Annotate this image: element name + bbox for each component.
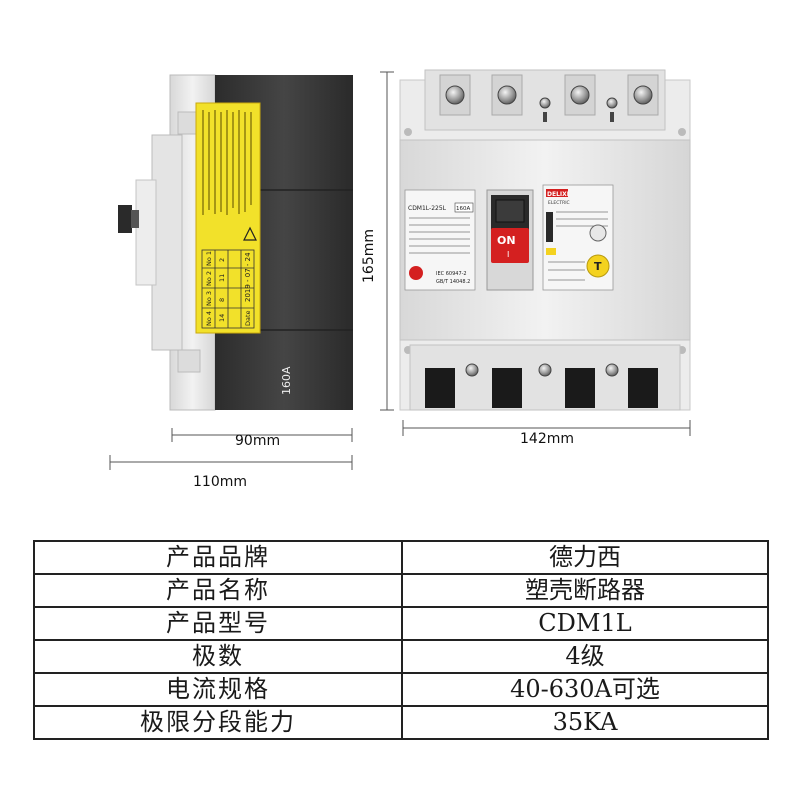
sig-date: 2019 - 07 - 24 <box>244 252 252 302</box>
front-view: CDM1L-225L 160A IEC 60947-2 GB/T 14048.2… <box>399 69 691 411</box>
sig-row-number: No 4 <box>205 311 213 326</box>
on-button-sub: I <box>507 250 509 259</box>
table-row: 产品品牌 德力西 <box>33 540 769 575</box>
standard-line-2: GB/T 14048.2 <box>436 279 470 285</box>
on-button-label: ON <box>497 234 516 247</box>
spec-label: 产品名称 <box>33 573 403 608</box>
warning-triangle-icon <box>243 226 257 241</box>
bottom-terminals <box>425 368 658 408</box>
on-handle[interactable]: ON I <box>486 189 534 291</box>
breaker-figure: 160A <box>109 69 691 490</box>
table-row: 产品名称 塑壳断路器 <box>33 573 769 608</box>
nameplate: CDM1L-225L 160A IEC 60947-2 GB/T 14048.2 <box>404 189 476 291</box>
selector-dial-icon[interactable] <box>589 224 607 242</box>
rating-badge: 160A <box>456 206 470 212</box>
table-row: 极数 4级 <box>33 639 769 674</box>
dimension-lines <box>109 71 691 470</box>
terminal-screw-icon <box>445 85 465 105</box>
top-terminals <box>439 74 659 122</box>
sig-date-label: Date <box>244 310 252 326</box>
side-rating-label: 160A <box>280 366 293 395</box>
test-button-label: T <box>594 260 602 273</box>
sig-row-number: No 2 <box>205 271 213 286</box>
spec-value: CDM1L <box>401 606 769 641</box>
sig-row-value: 8 <box>218 298 226 302</box>
sig-row-value: 2 <box>218 258 226 262</box>
dimension-width: 142mm <box>520 431 574 447</box>
sig-row-value: 14 <box>218 314 226 322</box>
brand-sub: ELECTRIC <box>548 200 570 206</box>
sig-row-number: No 3 <box>205 291 213 306</box>
spec-label: 产品型号 <box>33 606 403 641</box>
side-handle <box>118 179 157 286</box>
spec-label: 产品品牌 <box>33 540 403 575</box>
terminal-screw-icon <box>570 85 590 105</box>
spec-table: 产品品牌 德力西 产品名称 塑壳断路器 产品型号 CDM1L 极数 4级 电流规… <box>33 540 769 740</box>
table-row: 极限分段能力 35KA <box>33 705 769 740</box>
dimension-depth-outer: 110mm <box>193 474 247 490</box>
signature-table <box>201 249 255 329</box>
test-button[interactable] <box>586 254 610 278</box>
test-indicator-icon <box>409 266 423 280</box>
sig-row-value: 11 <box>218 274 226 282</box>
table-row: 电流规格 40-630A可选 <box>33 672 769 707</box>
spec-label: 极限分段能力 <box>33 705 403 740</box>
warning-label: No 1 No 2 No 3 No 4 2 11 8 14 2019 - 07 … <box>195 102 261 334</box>
spec-value: 40-630A可选 <box>401 672 769 707</box>
standard-line-1: IEC 60947-2 <box>436 271 467 277</box>
spec-value: 35KA <box>401 705 769 740</box>
terminal-screw-icon <box>497 85 517 105</box>
side-view: 160A <box>118 74 353 411</box>
terminal-screw-icon <box>633 85 653 105</box>
table-row: 产品型号 CDM1L <box>33 606 769 641</box>
spec-value: 4级 <box>401 639 769 674</box>
leakage-panel: DELIXI ELECTRIC T <box>542 184 614 291</box>
spec-label: 电流规格 <box>33 672 403 707</box>
brand-badge: DELIXI <box>547 191 569 198</box>
sig-row-number: No 1 <box>205 251 213 266</box>
dimension-depth-inner: 90mm <box>235 433 280 449</box>
spec-label: 极数 <box>33 639 403 674</box>
spec-value: 德力西 <box>401 540 769 575</box>
dimension-height: 165mm <box>361 229 377 283</box>
model-label: CDM1L-225L <box>408 205 447 212</box>
spec-value: 塑壳断路器 <box>401 573 769 608</box>
